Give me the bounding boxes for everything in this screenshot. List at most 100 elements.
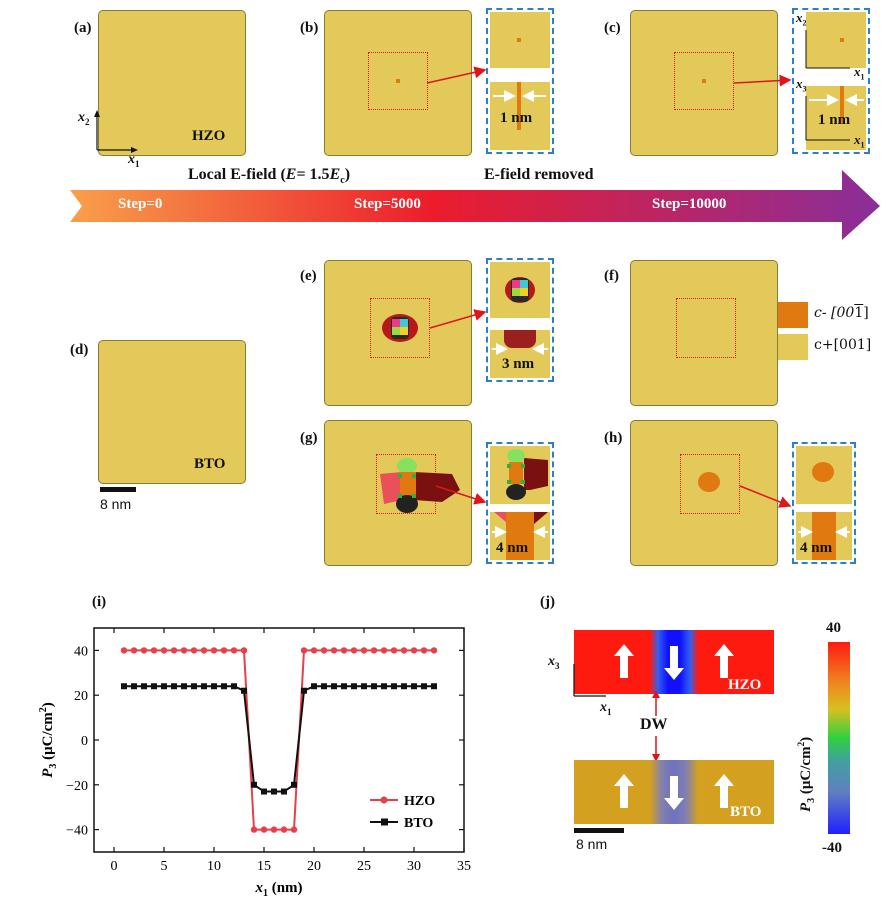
legend-c-plus: c+[001] [814,337,872,353]
point-BTO [231,683,237,690]
bto-label: BTO [194,456,226,472]
x-axis-label: x1 (nm) [254,880,302,897]
y-tick-label: −40 [66,824,88,839]
point-BTO [141,683,147,690]
scalebar-d-text: 8 nm [100,496,132,512]
label-e: (e) [300,268,317,284]
point-HZO [350,647,358,654]
point-HZO [140,647,148,654]
point-BTO [161,683,167,690]
up-arrow-icon [614,774,634,808]
zoom-box-b [368,52,428,110]
axes-x1-x2-icon [94,110,138,153]
point-HZO [200,647,208,654]
up-arrow-icon [714,644,734,678]
y-axis-label: P3 (μC/cm2) [38,702,59,778]
zoom-box-h [680,454,740,514]
legend-swatch-c-plus [778,334,808,360]
scalebar-d [100,487,136,492]
scalebar-j-text: 8 nm [576,836,608,852]
point-HZO [340,647,348,654]
point-BTO [381,683,387,690]
top-arrows [426,30,864,141]
size-b: 1 nm [500,110,533,126]
point-HZO [120,647,128,654]
point-BTO [371,683,377,690]
x-tick-label: 10 [207,859,221,874]
middle-arrows [429,309,850,538]
point-HZO [290,826,298,833]
hzo-map-label: HZO [728,677,762,693]
point-HZO [310,647,318,654]
point-BTO [411,683,417,690]
label-b: (b) [300,20,319,36]
panel-d-bto [98,340,246,484]
point-HZO [150,647,158,654]
colorbar-min: -40 [822,840,842,856]
legend-label-BTO: BTO [404,816,433,831]
local-field-text: Local E-field (E= 1.5Ec) [188,166,351,187]
point-HZO [220,647,228,654]
dw-arrows [652,690,660,762]
point-BTO [401,683,407,690]
label-i: (i) [92,594,107,610]
point-BTO [251,781,257,788]
size-g: 4 nm [496,540,529,556]
point-BTO [211,683,217,690]
panel-a-hzo [98,10,246,156]
zoom-box-e [370,298,430,358]
point-HZO [170,647,178,654]
legend-c-minus: c- [001] [814,305,869,321]
label-h: (h) [604,430,623,446]
point-BTO [221,683,227,690]
series-line-HZO [124,649,434,831]
size-e: 3 nm [502,356,535,372]
down-arrow-icon [664,776,684,810]
x-tick-label: 20 [307,859,321,874]
point-BTO [171,683,177,690]
point-BTO [291,781,297,788]
colorbar-label: P3 (μC/cm2) [796,736,817,812]
hzo-polarization-map [574,630,774,694]
point-HZO [230,647,238,654]
x-tick-label: 5 [161,859,168,874]
dw-label: DW [640,716,668,733]
point-HZO [300,647,308,654]
point-HZO [250,826,258,833]
point-BTO [191,683,197,690]
label-c: (c) [604,20,621,36]
timeline-arrow [70,170,880,240]
legend-label-HZO: HZO [404,794,435,809]
point-HZO [370,647,378,654]
y-tick-label: 40 [74,644,88,659]
legend-marker-BTO [381,818,388,826]
point-BTO [181,683,187,690]
hzo-label: HZO [192,128,226,144]
point-HZO [180,647,188,654]
point-HZO [280,826,288,833]
size-h: 4 nm [800,540,833,556]
x-tick-label: 25 [357,859,371,874]
label-g: (g) [300,430,318,446]
point-HZO [380,647,388,654]
point-HZO [360,647,368,654]
x-tick-label: 0 [111,859,118,874]
label-d: (d) [70,342,89,358]
step-5000: Step=5000 [354,196,421,212]
up-arrow-icon [714,774,734,808]
label-a: (a) [74,20,92,36]
point-HZO [270,826,278,833]
point-BTO [241,687,247,694]
point-BTO [271,788,277,795]
point-BTO [391,683,397,690]
point-BTO [301,687,307,694]
point-BTO [311,683,317,690]
point-HZO [130,647,138,654]
colorbar-max: 40 [826,620,841,636]
axis-x2-text: x [78,110,85,125]
axis-x3-text: x [548,654,555,669]
point-BTO [331,683,337,690]
panel-h [630,420,778,566]
point-BTO [151,683,157,690]
point-HZO [190,647,198,654]
